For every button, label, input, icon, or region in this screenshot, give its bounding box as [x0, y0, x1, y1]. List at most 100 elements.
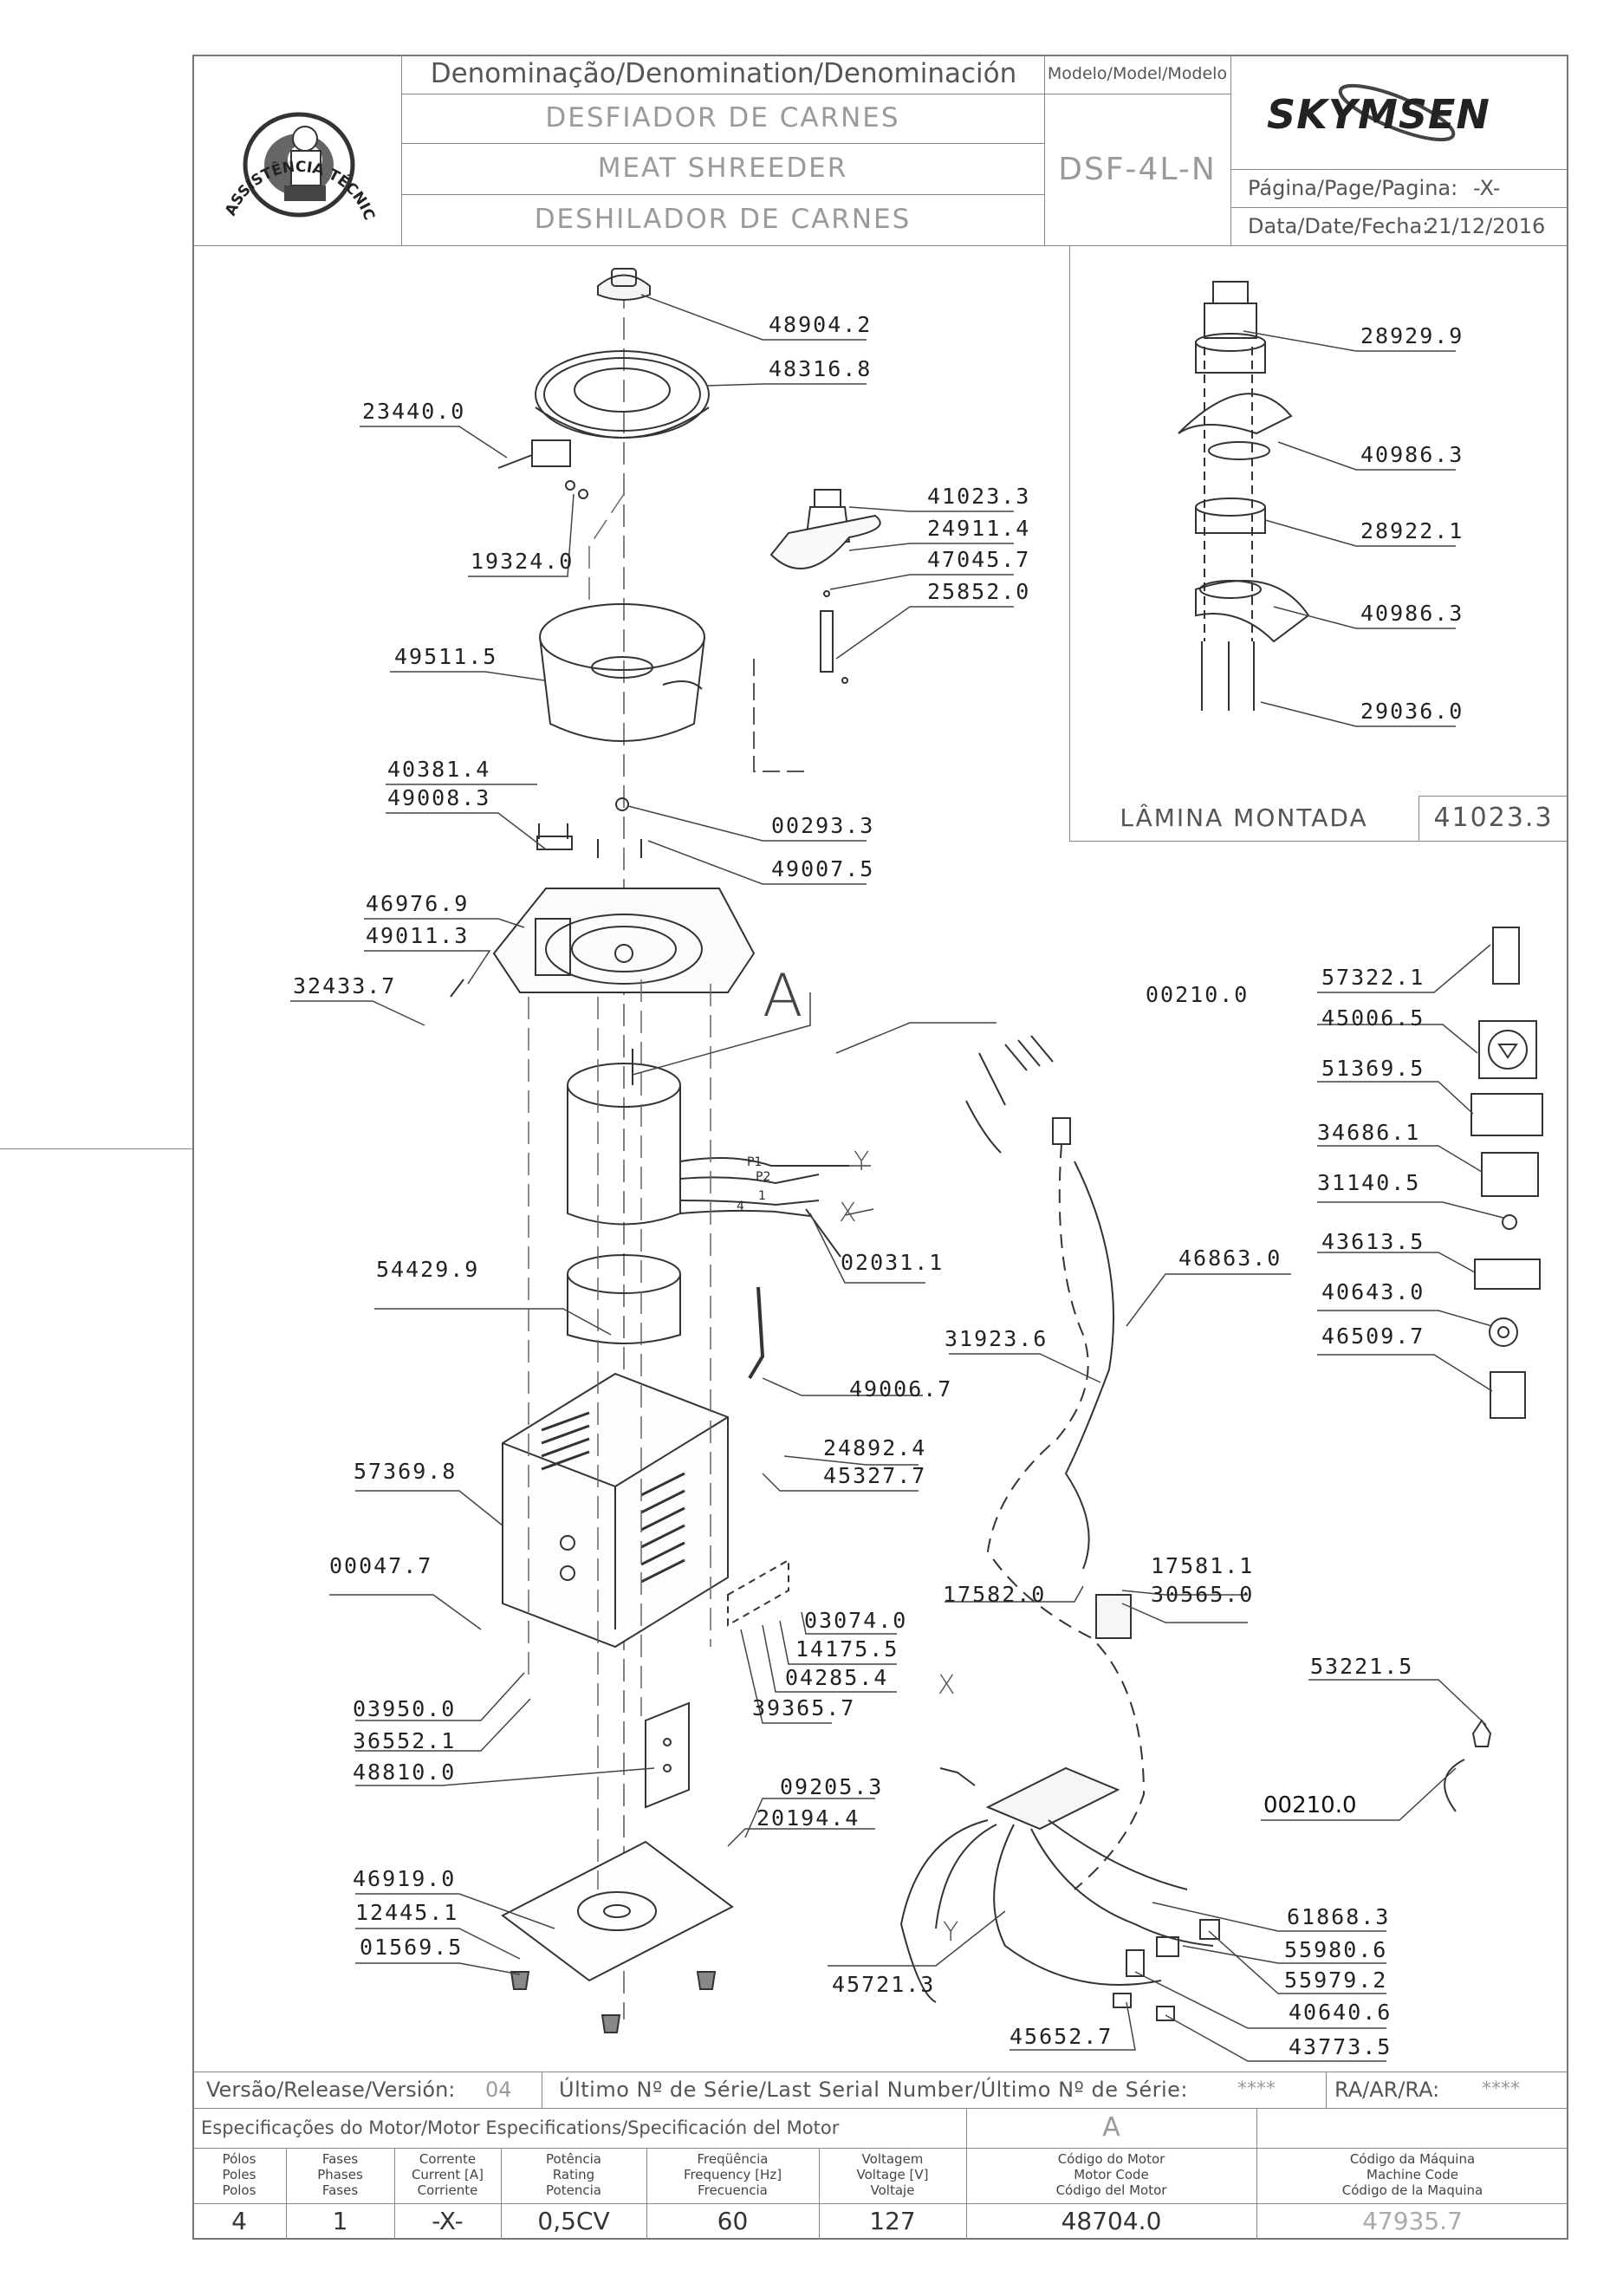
serial-value: **** — [1237, 2078, 1276, 2100]
part-label-17581-1: 17581.1 — [1151, 1553, 1255, 1578]
denomination-label: Denominação/Denomination/Denominación — [430, 58, 1017, 89]
part-label-09205-3: 09205.3 — [780, 1774, 884, 1799]
part-label-48316-8: 48316.8 — [769, 356, 873, 381]
part-label-31140-5: 31140.5 — [1317, 1170, 1421, 1195]
part-label-45721-3: 45721.3 — [832, 1972, 936, 1997]
part-label-20194-4: 20194.4 — [756, 1805, 860, 1831]
version-label: Versão/Release/Versión: — [206, 2078, 456, 2102]
wiring-harness — [899, 1035, 1492, 2021]
part-label-40381-4: 40381.4 — [387, 757, 491, 782]
product-name-en: MEAT SHREEDER — [597, 153, 848, 184]
motor-callout-A: A — [763, 962, 803, 1031]
part-label-00210-0-tie: 00210.0 — [1146, 982, 1250, 1007]
part-label-48904-2: 48904.2 — [769, 312, 873, 337]
model-value: DSF-4L-N — [1058, 152, 1217, 187]
lid-assembly — [497, 350, 710, 499]
motor-spec-callout: A — [1102, 2112, 1120, 2143]
cover-plate — [450, 797, 756, 998]
part-label-03074-0: 03074.0 — [804, 1608, 908, 1633]
wire-label-X: X — [839, 1198, 857, 1228]
part-label-24911-4: 24911.4 — [927, 516, 1031, 541]
value-power: 0,5CV — [537, 2207, 610, 2235]
value-voltage: 127 — [869, 2207, 916, 2235]
part-label-61868-3: 61868.3 — [1287, 1904, 1391, 1929]
wire-label-1: 1 — [758, 1189, 766, 1203]
product-name-pt: DESFIADOR DE CARNES — [545, 102, 900, 133]
part-label-23440-0: 23440.0 — [362, 399, 466, 424]
part-label-49511-5: 49511.5 — [394, 644, 498, 669]
part-label-45652-7: 45652.7 — [1010, 2024, 1113, 2049]
page-value: -X- — [1473, 176, 1501, 200]
part-label-49008-3: 49008.3 — [387, 785, 491, 810]
value-motor-code: 48704.0 — [1061, 2207, 1162, 2235]
date-label: Data/Date/Fecha: — [1248, 214, 1430, 238]
part-label-55980-6: 55980.6 — [1284, 1937, 1388, 1962]
part-label-47045-7: 47045.7 — [927, 547, 1031, 572]
inset-label-40986-3-b: 40986.3 — [1360, 601, 1464, 626]
brand-name: SKYMSEN — [1267, 91, 1490, 138]
part-label-43773-5: 43773.5 — [1289, 2034, 1393, 2059]
wire-label-4: 4 — [737, 1200, 744, 1213]
part-label-34686-1: 34686.1 — [1317, 1120, 1421, 1145]
part-label-45006-5: 45006.5 — [1321, 1005, 1425, 1031]
part-label-55979-2: 55979.2 — [1284, 1968, 1388, 1993]
inset-title: LÂMINA MONTADA — [1120, 803, 1368, 832]
inset-label-29036-0: 29036.0 — [1360, 699, 1464, 724]
lid-knob — [597, 268, 651, 301]
inset-label-28922-1: 28922.1 — [1360, 518, 1464, 543]
part-label-57322-1: 57322.1 — [1321, 965, 1425, 990]
motor-ring — [567, 1254, 681, 1344]
part-label-17582-0: 17582.0 — [943, 1582, 1047, 1607]
part-label-57369-8: 57369.8 — [354, 1459, 458, 1484]
part-label-02031-1: 02031.1 — [841, 1250, 945, 1275]
motor — [567, 1049, 849, 1258]
part-label-54429-9: 54429.9 — [376, 1257, 480, 1282]
part-label-19324-0: 19324.0 — [471, 549, 575, 574]
part-label-24892-4: 24892.4 — [823, 1435, 927, 1460]
authorized-assistance-seal: ASSISTÊNCIA TÉCNICA AUTORIZADA — [202, 56, 390, 243]
inset-label-28929-9: 28929.9 — [1360, 323, 1464, 348]
drawing-frame — [192, 55, 1568, 2240]
part-label-46863-0: 46863.0 — [1178, 1246, 1282, 1271]
part-label-32433-7: 32433.7 — [293, 973, 397, 998]
part-label-39365-7: 39365.7 — [752, 1695, 856, 1720]
mounting-bracket — [645, 1558, 789, 1809]
part-label-46976-9: 46976.9 — [366, 891, 470, 916]
value-current: -X- — [432, 2207, 464, 2235]
value-frequency: 60 — [717, 2207, 749, 2235]
part-label-03950-0: 03950.0 — [353, 1696, 457, 1721]
part-label-45327-7: 45327.7 — [823, 1463, 927, 1488]
ra-value: **** — [1482, 2078, 1520, 2100]
blade — [753, 489, 881, 772]
part-label-25852-0: 25852.0 — [927, 579, 1031, 604]
part-label-48810-0: 48810.0 — [353, 1759, 457, 1785]
part-label-46509-7: 46509.7 — [1321, 1324, 1425, 1349]
part-label-00210-0-cable: 00210.0 — [1263, 1792, 1357, 1818]
ra-label: RA/AR/RA: — [1334, 2078, 1440, 2102]
wire-label-p1: P1 — [747, 1155, 763, 1169]
part-label-40643-0: 40643.0 — [1321, 1279, 1425, 1304]
part-label-00293-3: 00293.3 — [771, 813, 875, 838]
part-label-49011-3: 49011.3 — [366, 923, 470, 948]
part-label-49007-5: 49007.5 — [771, 856, 875, 881]
motor-spec-label: Especificações do Motor/Motor Especifica… — [201, 2117, 840, 2138]
bottom-plate — [501, 1840, 734, 2033]
part-label-31923-6: 31923.6 — [945, 1326, 1048, 1351]
part-label-43613-5: 43613.5 — [1321, 1229, 1425, 1254]
decal-set — [1470, 927, 1543, 1419]
wire-label-X-board: X — [938, 1670, 956, 1701]
part-label-40640-6: 40640.6 — [1289, 2000, 1393, 2025]
version-value: 04 — [485, 2078, 512, 2102]
part-label-04285-4: 04285.4 — [785, 1665, 889, 1690]
value-phases: 1 — [332, 2207, 348, 2235]
part-label-14175-5: 14175.5 — [795, 1636, 899, 1662]
part-label-12445-1: 12445.1 — [355, 1900, 459, 1925]
page-label: Página/Page/Pagina: — [1248, 176, 1458, 200]
part-label-01569-5: 01569.5 — [360, 1935, 464, 1960]
wire-label-p2: P2 — [756, 1170, 771, 1184]
